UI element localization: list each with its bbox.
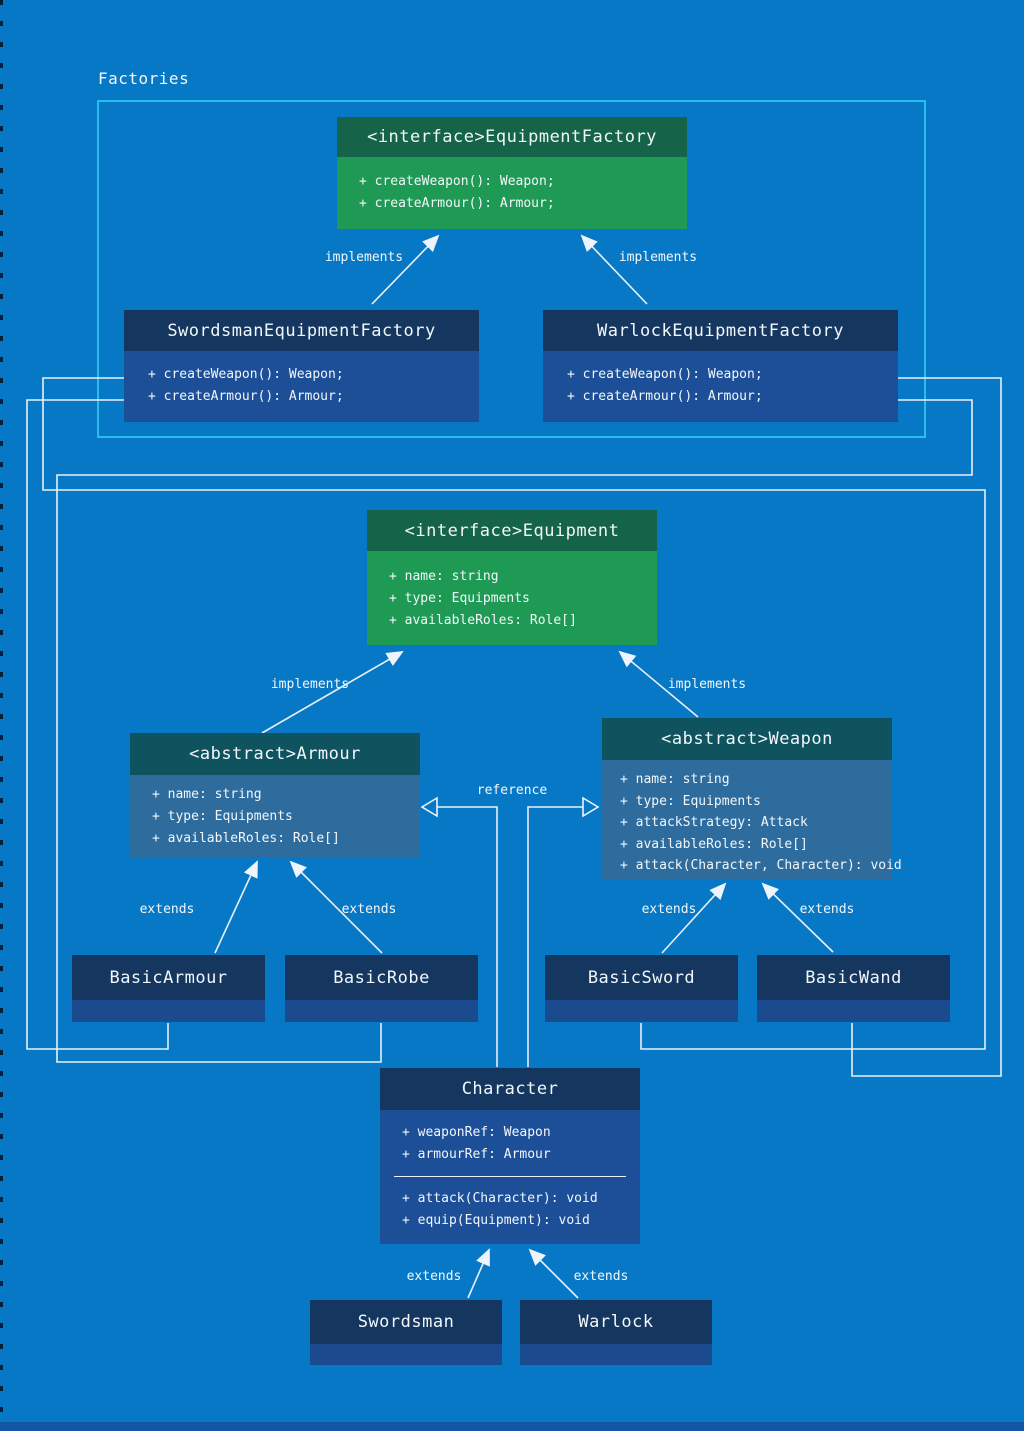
class-empty-body bbox=[72, 1000, 265, 1022]
class-member: + name: string bbox=[389, 569, 499, 584]
class-member: + attackStrategy: Attack bbox=[620, 815, 808, 830]
class-title: <abstract>Weapon bbox=[602, 718, 892, 760]
page-edge-ticks bbox=[0, 0, 3, 1431]
label-extends: extends bbox=[406, 1269, 462, 1284]
class-title: BasicRobe bbox=[285, 955, 478, 1000]
class-node-weapon[interactable]: <abstract>Weapon + name: string + type: … bbox=[602, 718, 902, 879]
label-extends: extends bbox=[641, 902, 697, 917]
class-method: + equip(Equipment): void bbox=[402, 1213, 590, 1228]
class-node-swordsman-equipment-factory[interactable]: SwordsmanEquipmentFactory + createWeapon… bbox=[124, 310, 479, 422]
class-title: <abstract>Armour bbox=[130, 733, 420, 775]
edge-extends-swordsman bbox=[467, 1248, 490, 1299]
member-divider bbox=[394, 1176, 626, 1177]
class-member: + type: Equipments bbox=[620, 793, 761, 809]
class-member: + attack(Character, Character): void bbox=[620, 858, 902, 873]
class-node-basic-wand[interactable]: BasicWand bbox=[757, 955, 950, 1022]
edge-implements-armour bbox=[261, 650, 404, 734]
label-implements: implements bbox=[324, 250, 404, 265]
class-title: BasicSword bbox=[545, 955, 738, 1000]
bottom-bar bbox=[0, 1422, 1024, 1431]
class-node-equipment-factory[interactable]: <interface>EquipmentFactory + createWeap… bbox=[337, 117, 687, 229]
hollow-arrow-left-icon bbox=[420, 796, 438, 818]
class-title: WarlockEquipmentFactory bbox=[543, 310, 898, 351]
label-extends: extends bbox=[573, 1269, 629, 1284]
class-member: + name: string bbox=[620, 772, 730, 787]
label-implements: implements bbox=[667, 677, 747, 692]
class-method: + attack(Character): void bbox=[402, 1191, 598, 1206]
class-title: <interface>Equipment bbox=[367, 510, 657, 551]
class-node-warlock-equipment-factory[interactable]: WarlockEquipmentFactory + createWeapon()… bbox=[543, 310, 898, 422]
edge-reference-weapon bbox=[527, 806, 584, 1067]
edge-swordsmanfactory-basicsword bbox=[42, 377, 986, 1050]
class-member: + type: Equipments bbox=[152, 809, 293, 824]
class-title: SwordsmanEquipmentFactory bbox=[124, 310, 479, 351]
edge-reference-armour bbox=[436, 806, 498, 1067]
label-extends: extends bbox=[341, 902, 397, 917]
class-member: + name: string bbox=[152, 787, 262, 802]
class-member: + createArmour(): Armour; bbox=[567, 389, 763, 404]
label-reference: reference bbox=[476, 783, 548, 798]
label-implements: implements bbox=[618, 250, 698, 265]
edge-extends-basicrobe bbox=[289, 860, 383, 954]
class-empty-body bbox=[285, 1000, 478, 1022]
class-member: + createArmour(): Armour; bbox=[148, 389, 344, 404]
class-member: + createWeapon(): Weapon; bbox=[567, 367, 763, 382]
class-node-character[interactable]: Character + weaponRef: Weapon + armourRe… bbox=[380, 1068, 640, 1244]
class-node-equipment[interactable]: <interface>Equipment + name: string + ty… bbox=[367, 510, 657, 645]
edge-implements-weapon bbox=[618, 650, 699, 718]
label-extends: extends bbox=[139, 902, 195, 917]
factories-container bbox=[97, 100, 926, 438]
class-title: <interface>EquipmentFactory bbox=[337, 117, 687, 157]
class-member: + createWeapon(): Weapon; bbox=[359, 174, 555, 189]
class-member: + createWeapon(): Weapon; bbox=[148, 367, 344, 382]
factories-section-label: Factories bbox=[98, 69, 190, 88]
label-implements: implements bbox=[270, 677, 350, 692]
edge-extends-basicwand bbox=[761, 882, 834, 953]
class-empty-body bbox=[757, 1000, 950, 1022]
edge-warlockfactory-basicwand bbox=[851, 377, 1002, 1077]
class-member: + availableRoles: Role[] bbox=[152, 831, 340, 846]
class-attribute: + armourRef: Armour bbox=[402, 1147, 551, 1162]
edge-extends-warlock bbox=[528, 1248, 579, 1299]
hollow-arrow-right-icon bbox=[582, 796, 600, 818]
class-empty-body bbox=[520, 1344, 712, 1365]
class-title: BasicArmour bbox=[72, 955, 265, 1000]
edge-implements-swordsmanfactory bbox=[371, 234, 440, 305]
class-member: + availableRoles: Role[] bbox=[389, 613, 577, 628]
class-node-basic-robe[interactable]: BasicRobe bbox=[285, 955, 478, 1022]
class-member: + type: Equipments bbox=[389, 591, 530, 606]
class-node-basic-armour[interactable]: BasicArmour bbox=[72, 955, 265, 1022]
edge-implements-warlockfactory bbox=[580, 234, 648, 305]
edge-swordsmanfactory-basicarmour bbox=[26, 399, 169, 1050]
class-title: Warlock bbox=[520, 1300, 712, 1344]
class-node-basic-sword[interactable]: BasicSword bbox=[545, 955, 738, 1022]
class-title: Character bbox=[380, 1068, 640, 1110]
label-extends: extends bbox=[799, 902, 855, 917]
edge-warlockfactory-basicrobe bbox=[56, 399, 973, 1063]
class-member: + availableRoles: Role[] bbox=[620, 836, 808, 852]
edge-extends-basicarmour bbox=[214, 860, 258, 954]
class-empty-body bbox=[310, 1344, 502, 1365]
class-attribute: + weaponRef: Weapon bbox=[402, 1125, 551, 1140]
class-title: Swordsman bbox=[310, 1300, 502, 1344]
class-empty-body bbox=[545, 1000, 738, 1022]
class-node-armour[interactable]: <abstract>Armour + name: string + type: … bbox=[130, 733, 420, 857]
edge-extends-basicsword bbox=[661, 882, 727, 954]
class-node-warlock[interactable]: Warlock bbox=[520, 1300, 712, 1365]
class-title: BasicWand bbox=[757, 955, 950, 1000]
class-member: + createArmour(): Armour; bbox=[359, 196, 555, 211]
class-node-swordsman[interactable]: Swordsman bbox=[310, 1300, 502, 1365]
